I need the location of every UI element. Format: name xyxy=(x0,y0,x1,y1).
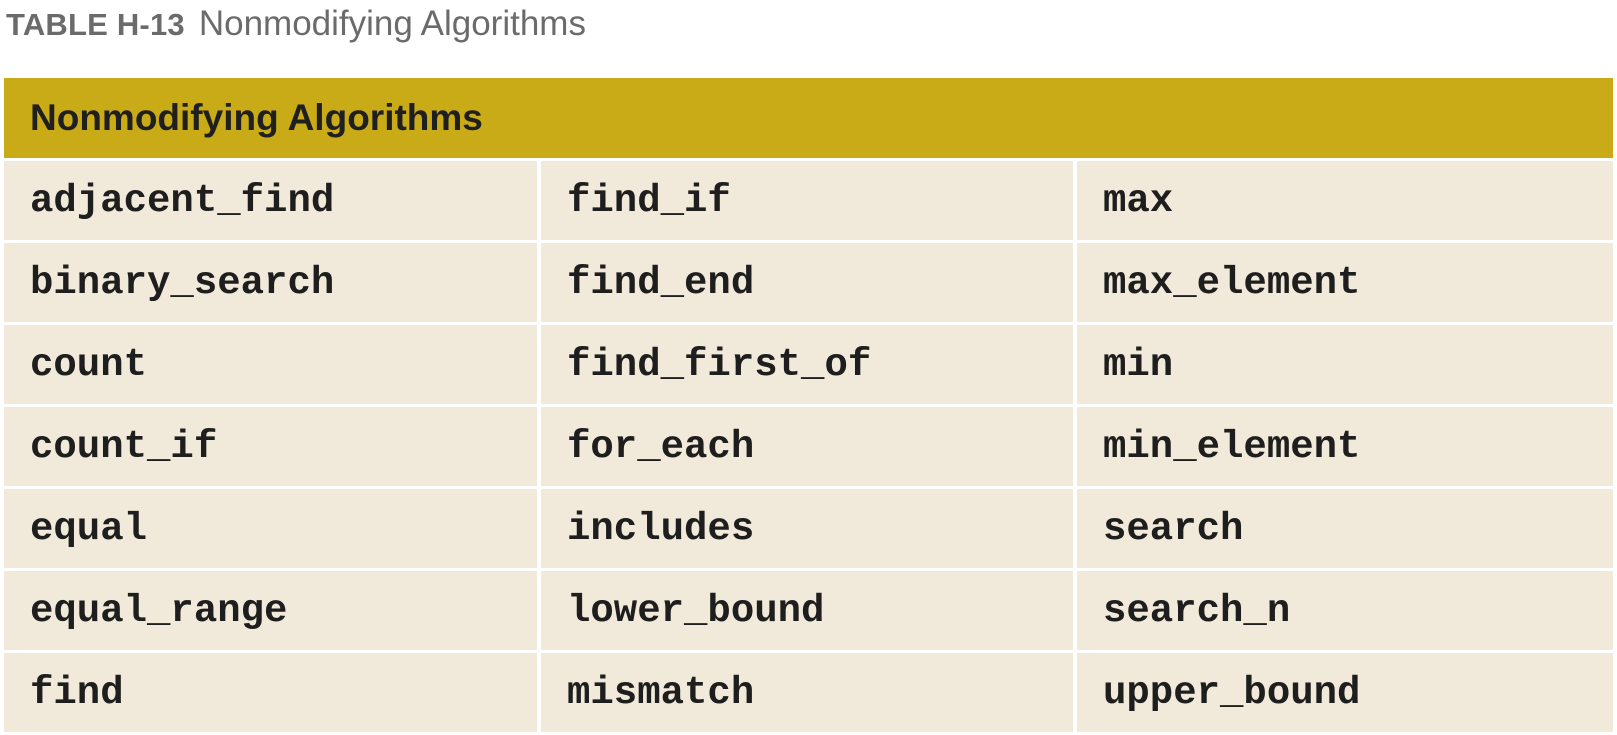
table-cell: count_if xyxy=(4,407,541,489)
table-cell: binary_search xyxy=(4,243,541,325)
caption-title: Nonmodifying Algorithms xyxy=(198,4,586,43)
table-cell: adjacent_find xyxy=(4,161,541,243)
table-caption: TABLE H-13 Nonmodifying Algorithms xyxy=(6,2,586,46)
table-cell: min xyxy=(1077,325,1613,407)
table-cell: max_element xyxy=(1077,243,1613,325)
algorithms-table-container: Nonmodifying Algorithms adjacent_find fi… xyxy=(4,78,1613,732)
table-cell: find xyxy=(4,653,541,732)
table-row: binary_search find_end max_element xyxy=(4,243,1613,325)
table-cell: search xyxy=(1077,489,1613,571)
table-header: Nonmodifying Algorithms xyxy=(4,78,1613,161)
table-header-row: Nonmodifying Algorithms xyxy=(4,78,1613,161)
table-cell: upper_bound xyxy=(1077,653,1613,732)
table-row: equal includes search xyxy=(4,489,1613,571)
table-cell: equal_range xyxy=(4,571,541,653)
table-row: count find_first_of min xyxy=(4,325,1613,407)
table-cell: equal xyxy=(4,489,541,571)
table-cell: mismatch xyxy=(541,653,1077,732)
table-cell: search_n xyxy=(1077,571,1613,653)
table-cell: for_each xyxy=(541,407,1077,489)
table-cell: max xyxy=(1077,161,1613,243)
table-row: adjacent_find find_if max xyxy=(4,161,1613,243)
table-cell: find_first_of xyxy=(541,325,1077,407)
table-row: find mismatch upper_bound xyxy=(4,653,1613,732)
table-cell: lower_bound xyxy=(541,571,1077,653)
caption-label: TABLE H-13 xyxy=(6,7,185,42)
table-cell: find_end xyxy=(541,243,1077,325)
table-cell: count xyxy=(4,325,541,407)
table-cell: find_if xyxy=(541,161,1077,243)
table-row: count_if for_each min_element xyxy=(4,407,1613,489)
table-cell: includes xyxy=(541,489,1077,571)
algorithms-table: Nonmodifying Algorithms adjacent_find fi… xyxy=(4,78,1613,732)
table-cell: min_element xyxy=(1077,407,1613,489)
table-row: equal_range lower_bound search_n xyxy=(4,571,1613,653)
